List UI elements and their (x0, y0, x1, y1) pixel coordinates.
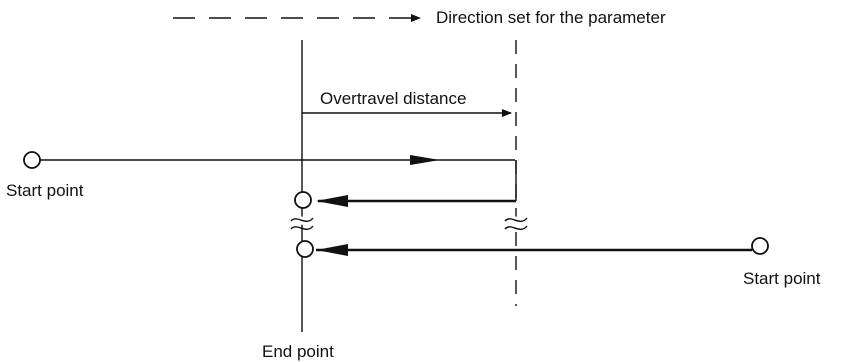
direction-legend-label: Direction set for the parameter (436, 8, 666, 27)
left-start-point-label: Start point (6, 181, 84, 200)
right-start-point-marker (751, 237, 769, 255)
end-point-label: End point (262, 342, 334, 361)
first-end-point-marker (294, 191, 312, 209)
left-start-path-return-arrowhead (316, 195, 348, 207)
left-start-point-marker (23, 151, 41, 169)
right-start-path-arrowhead (316, 244, 348, 256)
overtravel-distance-label: Overtravel distance (320, 89, 467, 108)
left-start-path-forward-arrowhead (410, 155, 440, 165)
path-break-symbol-left (286, 213, 318, 230)
second-end-point-marker (296, 240, 314, 258)
path-break-symbol-right (500, 213, 532, 230)
right-start-point-label: Start point (743, 269, 821, 288)
